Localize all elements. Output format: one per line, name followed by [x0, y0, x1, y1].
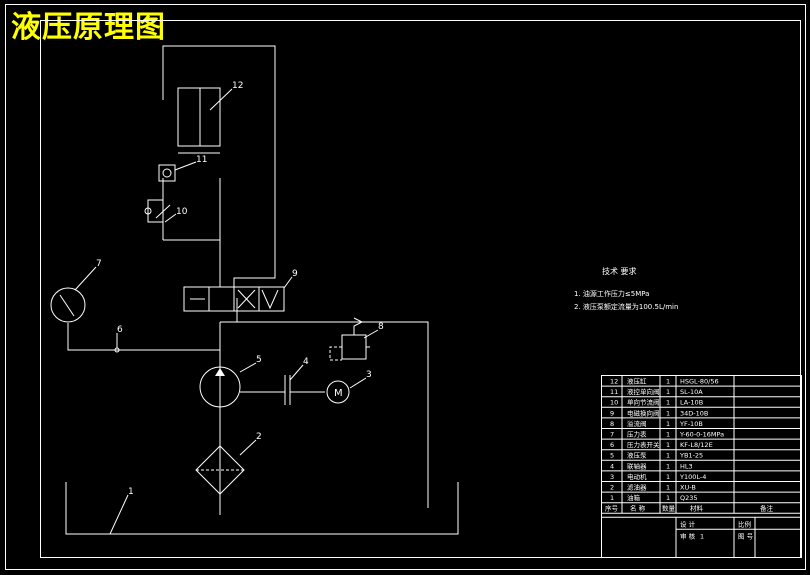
parts-header-cell: 数量: [662, 504, 676, 513]
drawing-title: 液压原理图: [11, 10, 166, 45]
parts-row-code: 34D-10B: [680, 409, 708, 417]
parts-row-code: Y-60-0-16MPa: [679, 431, 724, 439]
parts-row-qty: 1: [666, 420, 670, 428]
parts-header-cell: 材料: [690, 504, 704, 513]
parts-row-code: Y100L-4: [679, 473, 706, 481]
parts-row-name: 电动机: [627, 472, 647, 481]
parts-row-no: 12: [610, 378, 618, 386]
tank: [65, 482, 459, 535]
parts-row-no: 4: [610, 462, 614, 470]
parts-row-qty: 1: [666, 441, 670, 449]
parts-row-no: 3: [610, 473, 614, 481]
parts-header-cell: 备注: [760, 504, 774, 513]
parts-row-code: YF-10B: [679, 420, 703, 428]
parts-row-name: 液控单向阀: [627, 387, 660, 396]
parts-row-name: 联轴器: [627, 461, 647, 470]
parts-row-qty: 1: [666, 484, 670, 492]
tech-requirement-1: 1. 油源工作压力≤5MPa: [574, 290, 650, 298]
callout-5: 5: [256, 355, 262, 365]
parts-row-no: 7: [610, 431, 614, 439]
cylinder: [177, 87, 221, 147]
callout-9: 9: [292, 269, 298, 279]
motor: [326, 380, 350, 404]
pressure-gauge: [50, 287, 86, 323]
parts-row-name: 溢流阀: [627, 419, 647, 428]
title-block-cell: 1: [700, 532, 704, 540]
callout-11: 11: [196, 155, 207, 165]
inner-frame: [40, 20, 801, 558]
parts-row-code: HL3: [680, 462, 693, 470]
throttle-valve: [147, 199, 163, 223]
parts-row-qty: 1: [666, 473, 670, 481]
tech-requirement-2: 2. 液压泵额定流量为100.5L/min: [574, 303, 679, 311]
parts-row-no: 6: [610, 441, 614, 449]
parts-row-name: 压力表开关: [627, 440, 660, 449]
filter: [195, 445, 245, 495]
parts-row-no: 9: [610, 409, 614, 417]
parts-row-code: LA-10B: [680, 399, 703, 407]
pump: [199, 366, 241, 408]
callout-3: 3: [366, 370, 372, 380]
check-valve: [158, 164, 176, 182]
outer-frame: [5, 4, 806, 570]
pump-arrow: [215, 368, 225, 376]
parts-row-qty: 1: [666, 431, 670, 439]
callout-7: 7: [96, 259, 102, 269]
parts-row-no: 2: [610, 484, 614, 492]
title-block-cell: 设 计: [680, 519, 696, 528]
parts-row-no: 5: [610, 452, 614, 460]
parts-header-cell: 序号: [605, 504, 619, 513]
parts-row-no: 8: [610, 420, 614, 428]
parts-row-qty: 1: [666, 388, 670, 396]
relief-valve: [341, 334, 367, 360]
parts-row-name: 压力表: [627, 430, 647, 439]
parts-row-code: HSGL-80/56: [680, 378, 719, 386]
parts-row-no: 10: [610, 399, 618, 407]
callout-4: 4: [303, 357, 309, 367]
title-block-cell: 比例: [738, 519, 751, 528]
parts-row-code: XU-B: [680, 484, 696, 492]
parts-row-name: 液压泵: [627, 451, 647, 460]
parts-row-qty: 1: [666, 452, 670, 460]
parts-row-qty: 1: [666, 494, 670, 502]
motor-mark: M: [334, 388, 343, 399]
callout-10: 10: [176, 207, 188, 217]
parts-row-name: 液压缸: [627, 377, 647, 386]
callout-6: 6: [117, 325, 123, 335]
parts-row-code: Q235: [680, 494, 698, 502]
callout-12: 12: [232, 81, 243, 91]
tech-requirements: 技术 要求 1. 油源工作压力≤5MPa 2. 液压泵额定流量为100.5L/m…: [574, 265, 678, 314]
callout-1: 1: [128, 487, 134, 497]
parts-row-qty: 1: [666, 378, 670, 386]
tech-requirements-heading: 技术 要求: [602, 267, 637, 276]
parts-row-code: SL-10A: [680, 388, 703, 396]
parts-row-name: 单向节流阀: [627, 398, 660, 407]
parts-row-name: 油箱: [627, 493, 641, 502]
parts-row-code: KF-L8/12E: [680, 441, 713, 449]
parts-row-qty: 1: [666, 462, 670, 470]
parts-row-no: 1: [610, 494, 614, 502]
parts-row-name: 滤油器: [627, 483, 647, 492]
callout-8: 8: [378, 322, 384, 332]
parts-row-qty: 1: [666, 409, 670, 417]
return-line: [220, 321, 429, 508]
title-block-cell: 审 核: [680, 531, 696, 540]
parts-row-code: YB1-25: [679, 452, 703, 460]
parts-row-name: 电磁换向阀: [627, 408, 660, 417]
callout-2: 2: [256, 432, 262, 442]
parts-header-cell: 名 称: [630, 504, 646, 513]
title-block-cell: 图 号: [738, 532, 754, 540]
parts-row-no: 11: [610, 388, 618, 396]
parts-row-qty: 1: [666, 399, 670, 407]
